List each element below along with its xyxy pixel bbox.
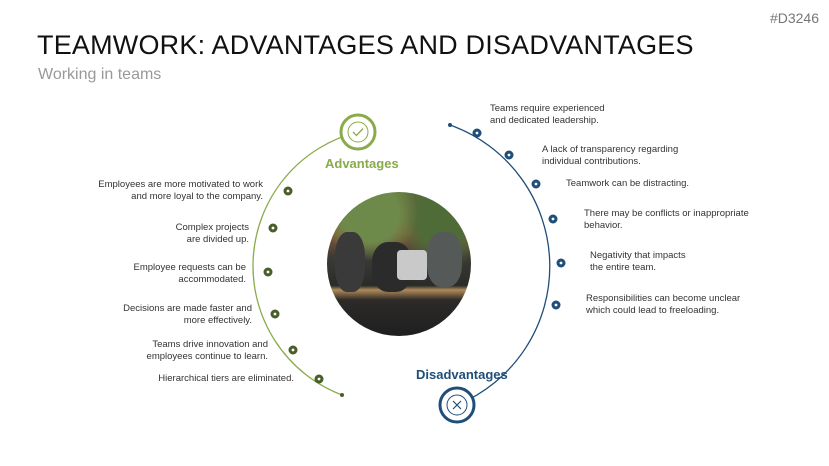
disadvantage-item: A lack of transparency regarding individ…	[542, 144, 679, 167]
advantage-item: Hierarchical tiers are eliminated.	[158, 373, 294, 384]
page-subtitle: Working in teams	[38, 66, 162, 83]
bullet-dot-center	[271, 226, 275, 230]
bullet-dot-center	[507, 153, 511, 157]
advantage-item: Complex projects are divided up.	[175, 222, 249, 245]
advantage-item: Decisions are made faster and more effec…	[123, 303, 252, 326]
slide-code: #D3246	[769, 10, 819, 26]
bullet-dot-center	[273, 312, 277, 316]
disadvantage-item: Teamwork can be distracting.	[566, 178, 690, 189]
disadvantages-heading: Disadvantages	[416, 367, 508, 382]
bullet-dot-center	[475, 131, 479, 135]
disadvantage-item: Responsibilities can become unclear whic…	[586, 293, 741, 316]
check-icon	[339, 113, 377, 151]
disadvantage-item: Teams require experienced and dedicated …	[490, 103, 605, 126]
advantages-arc-end	[340, 393, 344, 397]
disadvantages-arc	[449, 124, 551, 406]
bullet-dot-center	[534, 182, 538, 186]
advantage-item: Employees are more motivated to work and…	[98, 179, 263, 202]
advantages-arc	[252, 131, 359, 396]
advantages-heading: Advantages	[325, 156, 399, 171]
advantages-dots	[263, 186, 324, 384]
bullet-dot-center	[291, 348, 295, 352]
bullet-dot-center	[317, 377, 321, 381]
advantage-item: Teams drive innovation and employees con…	[146, 339, 268, 362]
bullet-dot-center	[286, 189, 290, 193]
bullet-dot-center	[551, 217, 555, 221]
x-icon	[438, 386, 476, 424]
bullet-dot-center	[266, 270, 270, 274]
team-photo	[327, 192, 471, 336]
disadvantage-item: There may be conflicts or inappropriate …	[584, 208, 749, 231]
bullet-dot-center	[554, 303, 558, 307]
bullet-dot-center	[559, 261, 563, 265]
page-title: TEAMWORK: ADVANTAGES AND DISADVANTAGES	[37, 30, 694, 60]
disadvantages-dots	[472, 128, 566, 310]
disadvantages-arc-end	[448, 123, 452, 127]
advantage-item: Employee requests can be accommodated.	[133, 262, 246, 285]
disadvantage-item: Negativity that impacts the entire team.	[590, 250, 686, 273]
